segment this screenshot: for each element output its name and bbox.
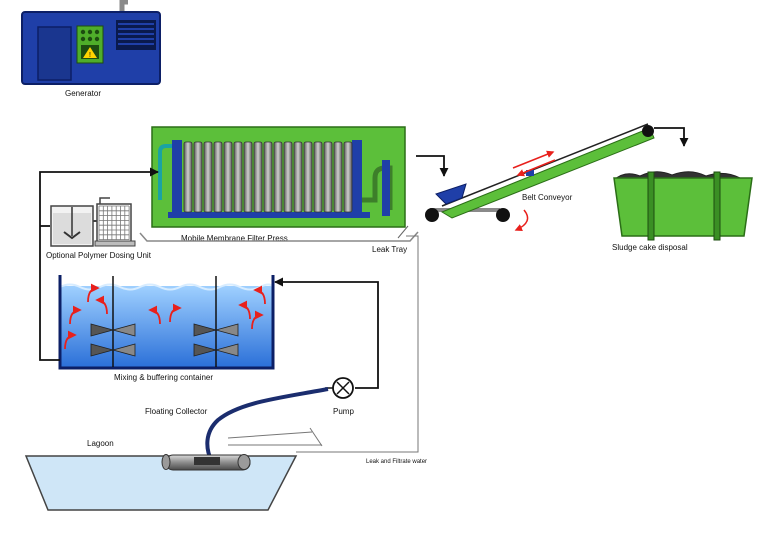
filter-plate xyxy=(213,141,223,213)
circulation-arrow-icon xyxy=(64,330,77,350)
filter-press-label: Mobile Membrane Filter Press xyxy=(181,234,288,243)
circulation-arrow-icon xyxy=(87,283,100,303)
leak-filtrate-label: Leak and Filtrate water xyxy=(366,459,427,465)
circulation-arrow-icon xyxy=(148,305,161,325)
filter-plate xyxy=(313,141,323,213)
filter-plate xyxy=(193,141,203,213)
mixer-impeller-icon xyxy=(193,323,239,337)
leak-tray-label: Leak Tray xyxy=(372,245,407,254)
warning-icon: ! xyxy=(81,45,99,59)
sludge-disposal-label: Sludge cake disposal xyxy=(612,243,688,252)
filter-plate xyxy=(323,141,333,213)
filter-plate xyxy=(303,141,313,213)
sludge-cake-disposal xyxy=(613,171,753,241)
floating-collector xyxy=(161,454,251,471)
process-piping xyxy=(39,127,689,389)
filter-plate xyxy=(223,141,233,213)
pump-icon xyxy=(325,377,354,399)
pump-label: Pump xyxy=(333,407,354,416)
filter-plate xyxy=(333,141,343,213)
circulation-arrow-icon xyxy=(69,305,82,325)
belt-conveyor xyxy=(425,123,655,231)
circulation-arrow-icon xyxy=(251,310,264,330)
mixer-impeller-icon xyxy=(90,343,136,357)
polymer-dosing-unit xyxy=(50,197,136,247)
mixer-impeller-icon xyxy=(90,323,136,337)
filter-plate xyxy=(253,141,263,213)
circulation-arrow-icon xyxy=(169,303,182,323)
polymer-unit-label: Optional Polymer Dosing Unit xyxy=(46,251,152,260)
filter-plate xyxy=(233,141,243,213)
circulation-arrow-icon xyxy=(238,300,251,320)
mixing-container-label: Mixing & buffering container xyxy=(114,373,213,382)
filter-plate xyxy=(203,141,213,213)
lagoon-label: Lagoon xyxy=(87,439,114,448)
filtrate-return-line xyxy=(227,235,419,453)
circulation-arrow-icon xyxy=(253,285,266,305)
filter-plate xyxy=(283,141,293,213)
filter-press xyxy=(151,126,406,228)
lagoon xyxy=(24,455,298,511)
generator: ! xyxy=(21,0,161,85)
filter-plates xyxy=(183,141,353,213)
filter-plate xyxy=(293,141,303,213)
circulation-arrow-icon xyxy=(95,295,108,315)
generator-label: Generator xyxy=(65,89,101,98)
suction-hose xyxy=(205,387,329,463)
filter-plate xyxy=(273,141,283,213)
filter-plate xyxy=(183,141,193,213)
floating-collector-label: Floating Collector xyxy=(145,407,208,416)
filter-plate xyxy=(263,141,273,213)
mixer-impeller-icon xyxy=(193,343,239,357)
belt-conveyor-label: Belt Conveyor xyxy=(522,193,573,202)
svg-text:!: ! xyxy=(89,52,91,59)
mixing-container xyxy=(58,275,275,370)
filter-plate xyxy=(243,141,253,213)
filter-plate xyxy=(343,141,353,213)
